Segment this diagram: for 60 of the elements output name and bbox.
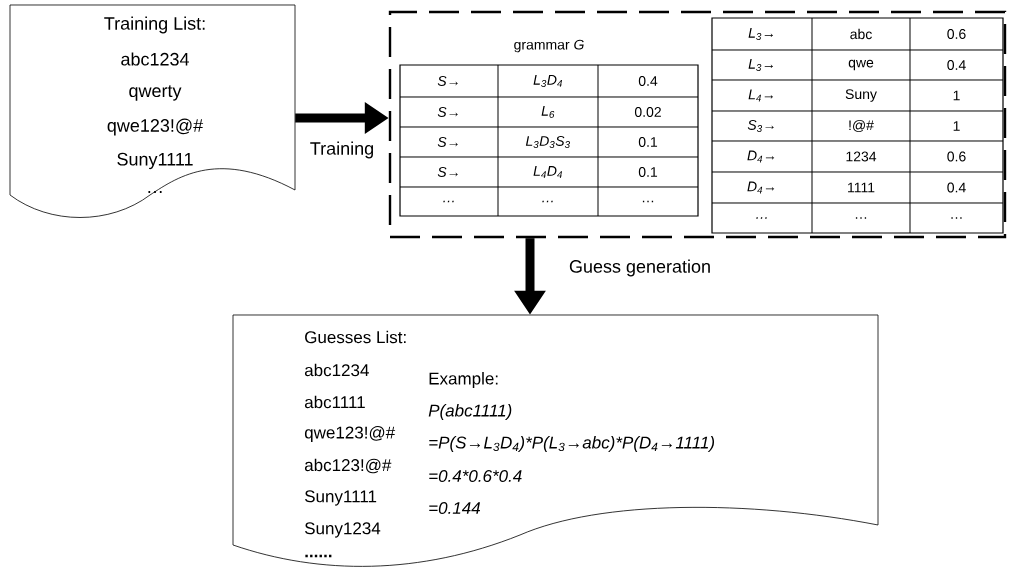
list-item: ...... [305,554,332,558]
table-cell: Suny [845,89,877,102]
example-text: =P(S→L$_{3}$D$_{4}$)*P(L$_{3}$→abc)*P(D$_{4}$→1111) [429,436,715,452]
example-text: Example: [429,372,498,388]
list-item: qwerty [129,85,182,101]
list-item: abc1111 [304,395,365,409]
edge-label: Guess generation [567,258,713,278]
list-item: Suny1111 [305,490,377,506]
table-cell: D$_{4}$→ [747,150,775,163]
table-cell: L$_{3}$→ [748,59,773,71]
table-cell: 0.6 [947,29,966,39]
table-cell: L$_{3}$→ [748,28,773,40]
list-item: Training List: [104,16,205,34]
table [711,17,1004,234]
list-item: qwe123!@# [107,118,204,136]
table-cell: 0.02 [634,107,661,117]
table-cell: !@# [849,119,874,133]
table-cell: S→ [437,137,458,147]
table-cell: D$_{4}$→ [747,181,775,194]
table-cell: 1111 [848,182,875,193]
table-cell: 1 [953,90,960,101]
list-item: Suny1111 [117,152,193,170]
table-cell: S→ [437,167,458,177]
table-cell: L$_{6}$ [541,106,555,118]
table-cell: L$_{3}$D$_{3}$S$_{3}$ [525,135,570,148]
list-item: abc123!@# [304,458,392,474]
list-item: Guesses List: [305,330,406,344]
table-cell: 0.6 [947,151,966,162]
table-cell: … [542,200,553,203]
table-cell: 0.4 [947,60,966,70]
table-cell: S→ [437,76,458,86]
list-item: qwe123!@# [304,426,396,442]
table-cell: 0.1 [638,167,658,177]
table-cell: qwe [848,59,874,71]
list-item: Suny1234 [305,522,381,538]
table-cell: … [642,200,654,203]
table-cell: S$_{3}$→ [747,119,774,132]
table-cell: 0.1 [638,137,658,147]
table-cell: … [443,200,454,203]
table-cell: 0.4 [947,182,966,193]
list-item: … [148,191,162,193]
table-cell: abc [850,28,872,40]
table-heading: grammar G [514,39,584,53]
example-text: P(abc1111) [428,404,512,420]
table-cell: … [756,217,767,219]
table-cell: L$_{4}$D$_{4}$ [533,166,563,178]
table-cell: … [951,217,962,219]
example-text: =0.144 [429,501,481,514]
example-text: =0.4*0.6*0.4 [429,469,522,482]
table-cell: … [855,217,867,219]
table-cell: L$_{4}$→ [748,89,773,102]
list-item: abc1234 [304,363,369,377]
list-item: abc1234 [121,52,189,66]
edge-label: Training [308,140,376,160]
table-cell: 0.4 [638,76,658,86]
table-cell: 1 [953,121,960,131]
table-cell: S→ [437,107,458,117]
table-cell: L$_{3}$D$_{4}$ [533,75,563,87]
table-cell: 1234 [846,151,877,162]
dashed-box [388,10,1007,239]
